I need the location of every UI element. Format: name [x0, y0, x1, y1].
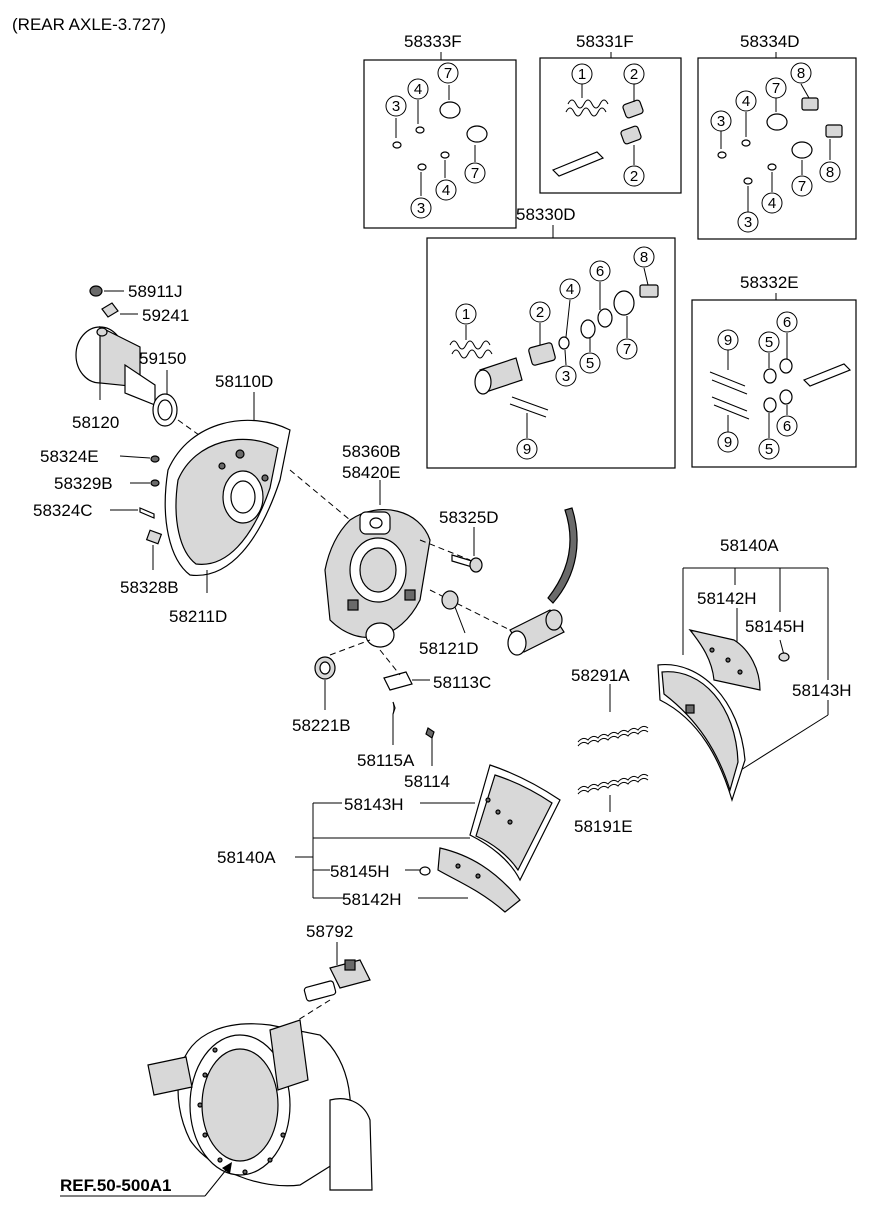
- kit-58334D-num-3: 7: [772, 80, 780, 97]
- label-58142H-left: 58142H: [342, 890, 402, 909]
- label-58110D: 58110D: [215, 372, 273, 391]
- kit-58331F-spring: [567, 99, 609, 109]
- kit-58333F-num-2: 4: [414, 81, 422, 98]
- label-58329B: 58329B: [54, 474, 113, 493]
- hub-assembly: [75, 285, 221, 451]
- axle-housing: [147, 1019, 373, 1191]
- kit-58333F-seal-mid: [466, 125, 488, 143]
- kit-58333F-code: 58333F: [404, 32, 462, 51]
- label-58792: 58792: [306, 922, 353, 941]
- label-58291A: 58291A: [571, 666, 630, 685]
- kit-58333F-seal-top: [439, 101, 461, 119]
- kit-58331F-num-3: 2: [630, 168, 638, 185]
- backing-plate-bolts: [110, 455, 163, 570]
- kit-58330D-code: 58330D: [516, 205, 576, 224]
- label-58325D: 58325D: [439, 508, 499, 527]
- small-hardware: [314, 639, 435, 766]
- label-58114: 58114: [404, 772, 450, 791]
- kit-58332E: 58332E 9 6 5 9 6 5: [691, 273, 857, 468]
- label-59241: 59241: [142, 306, 189, 325]
- label-58221B: 58221B: [292, 716, 351, 735]
- kit-58330D-num-4: 2: [536, 304, 544, 321]
- label-58191E: 58191E: [574, 817, 633, 836]
- reference-arrow: [60, 1162, 232, 1197]
- label-59150: 59150: [139, 349, 186, 368]
- kit-58334D-num-6: 8: [826, 164, 834, 181]
- diagram-title: (REAR AXLE-3.727): [12, 15, 166, 34]
- right-shoe-group: [657, 567, 829, 803]
- label-58120: 58120: [72, 413, 119, 432]
- label-58143H-right: 58143H: [792, 681, 852, 700]
- label-58143H-left: 58143H: [344, 795, 404, 814]
- label-58121D: 58121D: [419, 639, 479, 658]
- bolt-58325D: [451, 527, 483, 573]
- kit-58334D-code: 58334D: [740, 32, 800, 51]
- label-58140A-right: 58140A: [720, 536, 779, 555]
- return-springs: [577, 684, 649, 812]
- left-shoe-group: [295, 764, 561, 913]
- kit-58332E-num-2: 6: [783, 314, 791, 331]
- kit-58332E-num-6: 5: [765, 441, 773, 458]
- kit-58333F-num-3: 3: [392, 98, 400, 115]
- kit-58332E-num-5: 6: [783, 418, 791, 435]
- kit-58334D-num-2: 4: [742, 93, 750, 110]
- kit-58331F-code: 58331F: [576, 32, 634, 51]
- reference-label: REF.50-500A1: [60, 1176, 172, 1195]
- abs-sensor-58792: [289, 942, 371, 1026]
- kit-58331F-grease-tube: [551, 151, 605, 177]
- label-58145H-left: 58145H: [330, 862, 390, 881]
- kit-58333F-num-1: 7: [444, 65, 452, 82]
- kit-58333F: 58333F 7 4 3 4 3 7: [363, 32, 517, 229]
- kit-58331F: 58331F 1 2 2: [539, 32, 682, 194]
- kit-58332E-num-4: 9: [724, 434, 732, 451]
- kit-58330D-num-1: 8: [640, 249, 648, 266]
- label-58113C: 58113C: [433, 673, 491, 692]
- kit-58332E-num-1: 9: [724, 332, 732, 349]
- kit-58334D: 58334D 8 4 7 3 7 8 4 3: [697, 32, 857, 240]
- kit-58330D-num-3: 4: [566, 281, 574, 298]
- kit-58332E-code: 58332E: [740, 273, 799, 292]
- label-58324C: 58324C: [33, 501, 93, 520]
- brake-spider: [289, 469, 511, 648]
- label-58360B: 58360B: [342, 442, 401, 461]
- label-58145H-right: 58145H: [745, 617, 805, 636]
- kit-58334D-num-7: 4: [768, 195, 776, 212]
- kit-58330D-num-8: 3: [562, 368, 570, 385]
- kit-58330D-num-7: 5: [586, 355, 594, 372]
- label-58211D: 58211D: [169, 607, 227, 626]
- kit-58333F-num-4: 4: [442, 182, 450, 199]
- bushing-58121D: [441, 590, 466, 634]
- kit-58330D-num-2: 6: [596, 263, 604, 280]
- backing-plate: [164, 392, 291, 593]
- label-58140A-left: 58140A: [217, 848, 276, 867]
- kit-58332E-num-3: 5: [765, 334, 773, 351]
- kit-58330D-num-9: 9: [523, 441, 531, 458]
- kit-58330D: 58330D 8 6 4 2 1: [426, 205, 676, 469]
- label-58115A: 58115A: [357, 751, 415, 770]
- wedge-plunger: [507, 507, 578, 656]
- label-58328B: 58328B: [120, 578, 179, 597]
- kit-58330D-num-6: 7: [623, 341, 631, 358]
- label-58142H-right: 58142H: [697, 589, 757, 608]
- label-58324E: 58324E: [40, 447, 99, 466]
- kit-58333F-num-5: 3: [417, 200, 425, 217]
- kit-58334D-num-4: 3: [717, 113, 725, 130]
- kit-58333F-num-6: 7: [471, 165, 479, 182]
- kit-58331F-num-2: 2: [630, 66, 638, 83]
- kit-58334D-num-5: 7: [798, 178, 806, 195]
- kit-58334D-num-1: 8: [797, 65, 805, 82]
- label-58420E: 58420E: [342, 463, 401, 482]
- kit-58331F-num-1: 1: [578, 66, 586, 83]
- label-58911J: 58911J: [128, 282, 183, 301]
- kit-58330D-num-5: 1: [462, 306, 470, 323]
- kit-58334D-num-8: 3: [744, 214, 752, 231]
